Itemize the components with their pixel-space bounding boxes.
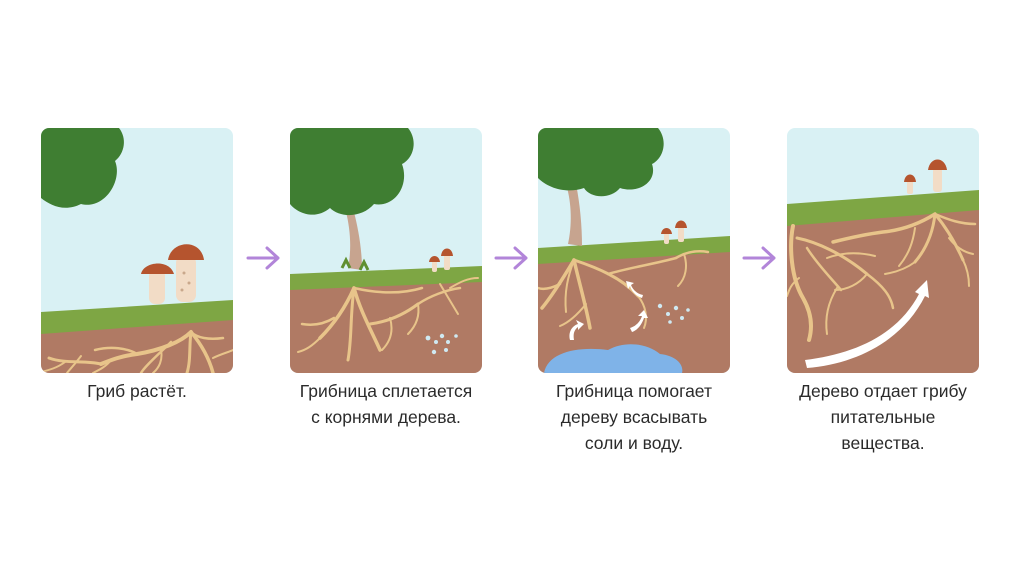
step-2-caption: Грибница сплетается с корнями дерева.: [276, 378, 496, 430]
step-1-panel: [41, 128, 233, 373]
step-1-caption: Гриб растёт.: [27, 378, 247, 404]
step-4-panel: [787, 128, 979, 373]
mushroom-grows-illustration: [41, 128, 233, 373]
right-arrow-icon: [494, 244, 530, 272]
step-arrow-2: [494, 244, 530, 272]
mycelium-helps-absorb-illustration: [538, 128, 730, 373]
right-arrow-icon: [742, 244, 778, 272]
right-arrow-icon: [246, 244, 282, 272]
step-2-panel: [290, 128, 482, 373]
step-3-caption: Грибница помогает дереву всасывать соли …: [524, 378, 744, 456]
step-4-caption: Дерево отдает грибу питательные вещества…: [773, 378, 993, 456]
step-arrow-1: [246, 244, 282, 272]
step-3-panel: [538, 128, 730, 373]
step-arrow-3: [742, 244, 778, 272]
soil: [290, 280, 482, 373]
tree-gives-nutrients-illustration: [787, 128, 979, 373]
mycelium-entangles-roots-illustration: [290, 128, 482, 373]
